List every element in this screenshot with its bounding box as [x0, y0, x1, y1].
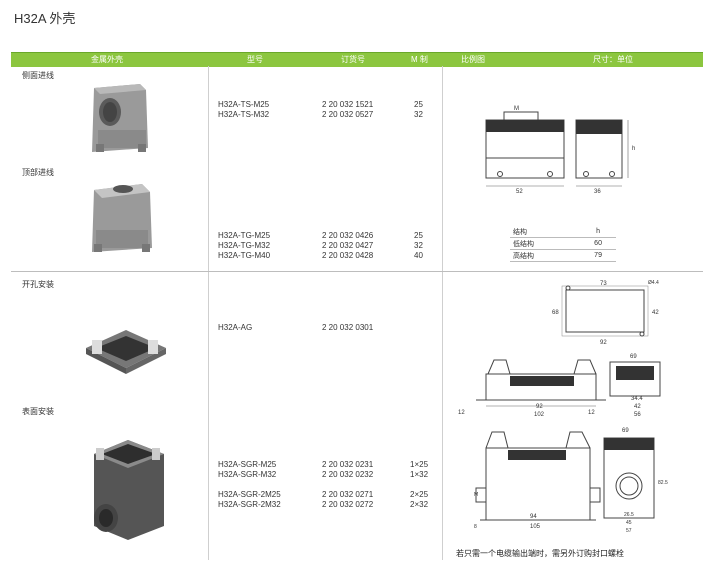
header-order-no: 订货号: [341, 55, 365, 64]
footnote: 若只需一个电缆输出端时，需另外订购封口螺栓: [456, 549, 624, 558]
dim-73: 73: [600, 281, 607, 287]
dim-8: 8: [474, 524, 477, 530]
housing-dimension-drawing: 52 M 36 h: [485, 106, 635, 195]
ts-order-numbers: 2 20 032 1521 2 20 032 0527: [322, 100, 374, 119]
dim-42b: 42: [634, 404, 641, 410]
height-high-value: 79: [580, 249, 616, 262]
housing-side-entry-image: [92, 84, 148, 152]
dim-105: 105: [530, 524, 541, 530]
ag-order-number: 2 20 032 0301: [322, 323, 374, 332]
ag-model: H32A-AG: [218, 323, 253, 332]
dim-34-4: 34.4: [631, 396, 643, 402]
dim-92b: 92: [536, 404, 543, 410]
sgr-order-numbers: 2 20 032 0231 2 20 032 0232 2 20 032 027…: [322, 460, 374, 509]
dim-42: 42: [652, 310, 659, 316]
height-row-high: 高结构: [510, 249, 581, 262]
dim-h: h: [632, 146, 635, 152]
header-metric: M 制: [411, 55, 428, 64]
header-scale: 比例图: [461, 55, 485, 64]
dim-hole: Ø4.4: [648, 280, 659, 286]
dim-26-5: 26.5: [624, 512, 634, 518]
cutout-dimension-drawing: 73 Ø4.4 68 42 92: [552, 280, 659, 346]
dim-m: M: [514, 106, 519, 112]
row-divider: [11, 271, 703, 272]
dim-width-52: 52: [516, 189, 523, 195]
height-head-type: 结构: [510, 226, 581, 238]
surface-base-image: [94, 440, 164, 540]
height-row-low: 低结构: [510, 237, 581, 250]
tg-order-numbers: 2 20 032 0426 2 20 032 0427 2 20 032 042…: [322, 231, 374, 260]
section-side-entry: 侧面进线: [22, 71, 54, 80]
section-bulkhead: 开孔安装: [22, 280, 54, 289]
bulkhead-base-image: [86, 330, 166, 374]
height-low-value: 60: [580, 237, 616, 250]
tg-models: H32A-TG-M25 H32A-TG-M32 H32A-TG-M40: [218, 231, 271, 260]
section-top-entry: 顶部进线: [22, 168, 54, 177]
dim-12-right: 12: [588, 410, 595, 416]
dim-depth-36: 36: [594, 189, 601, 195]
tg-metric: 25 32 40: [414, 231, 423, 260]
housing-top-entry-image: [92, 184, 152, 252]
dim-45: 45: [626, 520, 632, 526]
table-header: 金属外壳 型号 订货号 M 制 比例图 尺寸：单位: [11, 52, 703, 67]
sgr-metric: 1×25 1×32 2×25 2×32: [410, 460, 429, 509]
section-surface: 表面安装: [22, 407, 54, 416]
col-divider: [442, 66, 443, 560]
dim-56: 56: [634, 412, 641, 418]
page-title: H32A 外壳: [14, 11, 76, 26]
bulkhead-base-drawing: 92 102 12 12 4.5 69 34.4 42 56: [458, 354, 661, 418]
dim-94: 94: [530, 514, 537, 520]
header-model: 型号: [247, 55, 263, 64]
dim-92: 92: [600, 340, 607, 346]
dim-69: 69: [630, 354, 637, 360]
col-divider: [208, 66, 209, 560]
dim-68: 68: [552, 310, 559, 316]
height-head-h: h: [580, 226, 616, 238]
dim-82-5: 82.5: [658, 480, 668, 486]
ts-models: H32A-TS-M25 H32A-TS-M32: [218, 100, 270, 119]
dim-4-5: 4.5: [566, 382, 573, 388]
surface-base-drawing: M 94 105 8 69 82.5 26.5 45 57: [474, 428, 668, 534]
dim-12-left: 12: [458, 410, 465, 416]
header-dimensions: 尺寸：单位: [593, 55, 633, 64]
dim-69b: 69: [622, 428, 629, 434]
dim-102: 102: [534, 412, 545, 418]
header-housing: 金属外壳: [91, 55, 123, 64]
ts-metric: 25 32: [414, 100, 423, 119]
sgr-models: H32A-SGR-M25 H32A-SGR-M32 H32A-SGR-2M25 …: [218, 460, 281, 509]
dim-m-left: M: [474, 492, 478, 498]
dim-57: 57: [626, 528, 632, 534]
